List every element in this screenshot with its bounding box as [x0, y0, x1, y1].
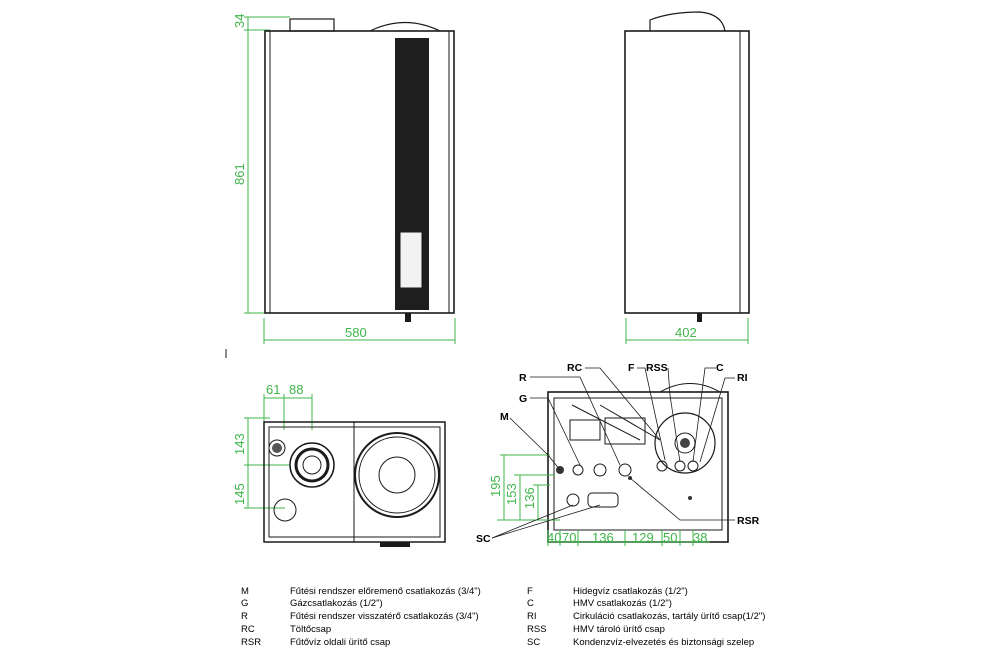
conn-hdim-5: 38: [693, 530, 707, 545]
legend-right-code-2: RI: [527, 611, 537, 622]
callout-RC: RC: [567, 362, 583, 374]
legend-left-text-0: Fűtési rendszer előremenő csatlakozás (3…: [290, 586, 481, 597]
conn-vdim-0: 195: [488, 475, 503, 497]
legend-left-text-1: Gázcsatlakozás (1/2"): [290, 598, 383, 609]
bottom-dim-v2: 145: [232, 483, 247, 505]
legend-left-text-4: Fűtővíz oldali ürítő csap: [290, 637, 390, 648]
conn-hdim-0: 40: [547, 530, 561, 545]
callout-R: R: [519, 372, 527, 384]
front-dim-top: 34: [232, 14, 247, 28]
legend-right-text-4: Kondenzvíz-elvezetés és biztonsági szele…: [573, 637, 754, 648]
callout-SC: SC: [476, 533, 491, 545]
conn-hdim-1: 70: [562, 530, 576, 545]
conn-hdim-3: 129: [632, 530, 654, 545]
legend-right-code-3: RSS: [527, 624, 547, 635]
callout-C: C: [716, 362, 724, 374]
callout-G: G: [519, 393, 527, 405]
callout-F: F: [628, 362, 635, 374]
legend-left-code-1: G: [241, 598, 248, 609]
front-dim-height: 861: [232, 163, 247, 185]
front-view: 34 861 580: [232, 14, 456, 344]
conn-vdim-2: 136: [522, 487, 537, 509]
legend-right-code-4: SC: [527, 637, 540, 648]
legend-left-text-3: Töltőcsap: [290, 624, 331, 635]
callout-RSR: RSR: [737, 515, 760, 527]
legend-right-text-0: Hidegvíz csatlakozás (1/2"): [573, 586, 688, 597]
side-dim-depth: 402: [675, 325, 697, 340]
legend-left-text-2: Fűtési rendszer visszatérő csatlakozás (…: [290, 611, 479, 622]
conn-hdim-4: 50: [663, 530, 677, 545]
legend-left-code-4: RSR: [241, 637, 261, 648]
legend-right-text-3: HMV tároló ürítő csap: [573, 624, 665, 635]
legend-left-code-3: RC: [241, 624, 255, 635]
side-view: 402: [624, 11, 750, 344]
legend-left-code-0: M: [241, 586, 249, 597]
connection-view: 195 153 136 40 70 136 129 50 38: [476, 362, 760, 546]
legend-right-code-1: C: [527, 598, 534, 609]
callout-M: M: [500, 411, 509, 423]
conn-hdim-2: 136: [592, 530, 614, 545]
legend-right-code-0: F: [527, 586, 533, 597]
legend-right-text-1: HMV csatlakozás (1/2"): [573, 598, 672, 609]
bottom-dim-v1: 143: [232, 433, 247, 455]
bottom-dim-h1: 61: [266, 382, 280, 397]
front-dim-width: 580: [345, 325, 367, 340]
legend: M Fűtési rendszer előremenő csatlakozás …: [241, 586, 765, 648]
bottom-dim-h2: 88: [289, 382, 303, 397]
bottom-left-view: 61 88 143 145: [232, 382, 446, 547]
legend-right-text-2: Cirkuláció csatlakozás, tartály ürítő cs…: [573, 611, 765, 622]
callout-RI: RI: [737, 372, 748, 384]
conn-vdim-1: 153: [504, 483, 519, 505]
legend-left-code-2: R: [241, 611, 248, 622]
callout-RSS: RSS: [646, 362, 668, 374]
